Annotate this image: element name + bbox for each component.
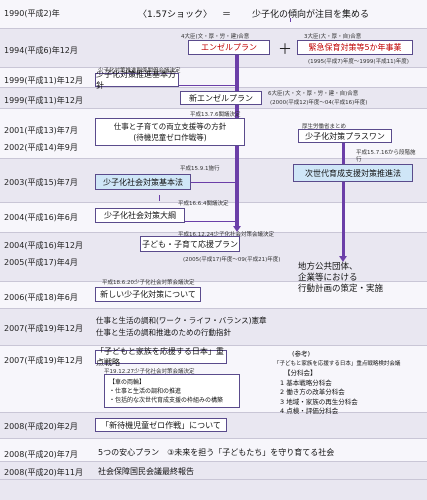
- date-1994: 1994(平成6)年12月: [4, 46, 78, 55]
- new-angel-plan-agreement: 6大臣(大・文・厚・労・建・自)合意: [268, 91, 359, 97]
- next-gen-law-note: 平成15.7.16から段階施行: [356, 150, 416, 163]
- emergency-childcare-period: (1995(平成7)年度〜1999(平成11)年度): [308, 59, 409, 65]
- five-reassurance-plan: 5つの安心プラン ③未来を担う「子どもたち」を守り育てる社会: [98, 448, 335, 457]
- plus-sign: ＋: [278, 42, 292, 58]
- local-action-line-1: 地方公共団体、: [298, 262, 358, 272]
- reference-item-3: 3 地域・家族の再生分科会: [280, 397, 358, 406]
- basic-law-box: 少子化社会対策基本法: [95, 174, 191, 190]
- date-2002: 2002(平成14)年9月: [4, 143, 78, 152]
- emergency-childcare-box: 緊急保育対策等5か年事業: [297, 40, 413, 55]
- date-2007-wlb: 2007(平成19)年12月: [4, 324, 83, 333]
- date-1999-basic-policy: 1999(平成11)年12月: [4, 76, 83, 85]
- date-1990: 1990(平成2)年: [4, 9, 60, 18]
- work-childcare-policy-box: 仕事と子育ての両立支援等の方針 (待機児童ゼロ作戦等): [95, 118, 245, 146]
- emergency-childcare-note: 3大臣(大・厚・自)合意: [304, 34, 362, 40]
- plusone-flow-line: [342, 136, 345, 256]
- wlb-charter: 仕事と生活の調和(ワーク・ライフ・バランス)憲章: [96, 316, 267, 325]
- angel-plan-box: エンゼルプラン: [188, 40, 270, 55]
- new-angel-plan-box: 新エンゼルプラン: [180, 91, 262, 105]
- new-measures-box: 新しい少子化対策について: [95, 287, 201, 302]
- basic-policy-box: 少子化対策推進基本方針: [95, 70, 179, 90]
- shock-description: 少子化の傾向が注目を集める: [252, 10, 370, 20]
- reference-subcommittee-label: 【分科会】: [284, 369, 317, 377]
- strategy-box: 「子どもと家族を応援する日本」重点戦略: [95, 347, 227, 367]
- date-1999-new-angel: 1999(平成11)年12月: [4, 96, 83, 105]
- date-2001: 2001(平成13)年7月: [4, 126, 78, 135]
- plus-one-box: 少子化対策プラスワン: [298, 129, 392, 143]
- reference-title: (参考): [292, 350, 311, 358]
- reference-subtitle: 「子どもと家族を応援する日本」重点戦略検討会議: [274, 360, 401, 367]
- support-plan-note: 平成16.12.24少子化社会対策会議決定: [178, 232, 274, 238]
- equals-sign: ＝: [222, 10, 232, 20]
- basic-policy-note: 少子化対策推進関係閣僚会議決定: [98, 68, 181, 74]
- basic-law-note: 平成15.9.1施行: [180, 166, 220, 172]
- plus-one-note: 厚生労働省まとめ: [302, 124, 347, 130]
- child-support-plan-box: 子ども・子育て応援プラン: [140, 236, 240, 252]
- reference-item-1: 1 基本戦略分科会: [280, 378, 332, 387]
- outline-note: 平成16.6.4閣議決定: [178, 201, 229, 207]
- local-action-line-3: 行動計画の策定・実施: [298, 284, 384, 294]
- next-gen-law-box: 次世代育成支援対策推進法: [293, 164, 413, 182]
- zero-waiting-box: 「新待機児童ゼロ作戦」について: [95, 418, 227, 432]
- reference-item-2: 2 働き方の改革分科会: [280, 388, 345, 396]
- local-action-line-2: 企業等における: [298, 273, 358, 283]
- reference-block: (参考) 「子どもと家族を応援する日本」重点戦略検討会議 【分科会】 1 基本戦…: [274, 350, 400, 417]
- work-childcare-note: 平成13.7.6閣議決定: [190, 112, 241, 118]
- local-action-plan-text: 地方公共団体、 企業等における 行動計画の策定・実施: [298, 262, 383, 295]
- date-2008-nov: 2008(平成20)年11月: [4, 468, 83, 477]
- social-security-report: 社会保障国民会議最終報告: [98, 467, 194, 476]
- date-2008-feb: 2008(平成20)年2月: [4, 422, 78, 431]
- new-measures-note: 平成18.6.20少子化社会対策会議決定: [102, 280, 195, 286]
- plusone-flow-arrowhead: [339, 256, 347, 262]
- date-2004-outline: 2004(平成16)年6月: [4, 213, 78, 222]
- reference-item-4: 4 点検・評価分科会: [280, 407, 339, 415]
- date-2005: 2005(平成17)年4月: [4, 258, 78, 267]
- date-2004-support-plan: 2004(平成16)年12月: [4, 241, 83, 250]
- date-2007-strategy: 2007(平成19)年12月: [4, 356, 83, 365]
- strategy-note: 平19.12.27少子化社会対策会議決定: [104, 369, 195, 375]
- main-flow-arrowhead: [233, 226, 241, 232]
- social-measures-outline-box: 少子化社会対策大綱: [95, 208, 185, 223]
- wlb-guideline: 仕事と生活の調和推進のための行動指針: [96, 328, 231, 337]
- date-2008-jul: 2008(平成20)年7月: [4, 450, 78, 459]
- shock-label: 〈1.57ショック〉: [138, 10, 213, 20]
- date-2003: 2003(平成15)年7月: [4, 178, 78, 187]
- support-plan-period: (2005(平成17)年度〜09(平成21)年度): [183, 257, 281, 263]
- two-wheels-box: 【車の両輪】 ・仕事と生活の調和の推進 ・包括的な次世代育成支援の枠組みの構築: [104, 374, 240, 408]
- angel-plan-note: 4大臣(文・厚・労・建)合意: [181, 34, 250, 40]
- date-2006: 2006(平成18)年6月: [4, 293, 78, 302]
- new-angel-plan-period: (2000(平成12)年度〜04(平成16)年度): [270, 100, 368, 106]
